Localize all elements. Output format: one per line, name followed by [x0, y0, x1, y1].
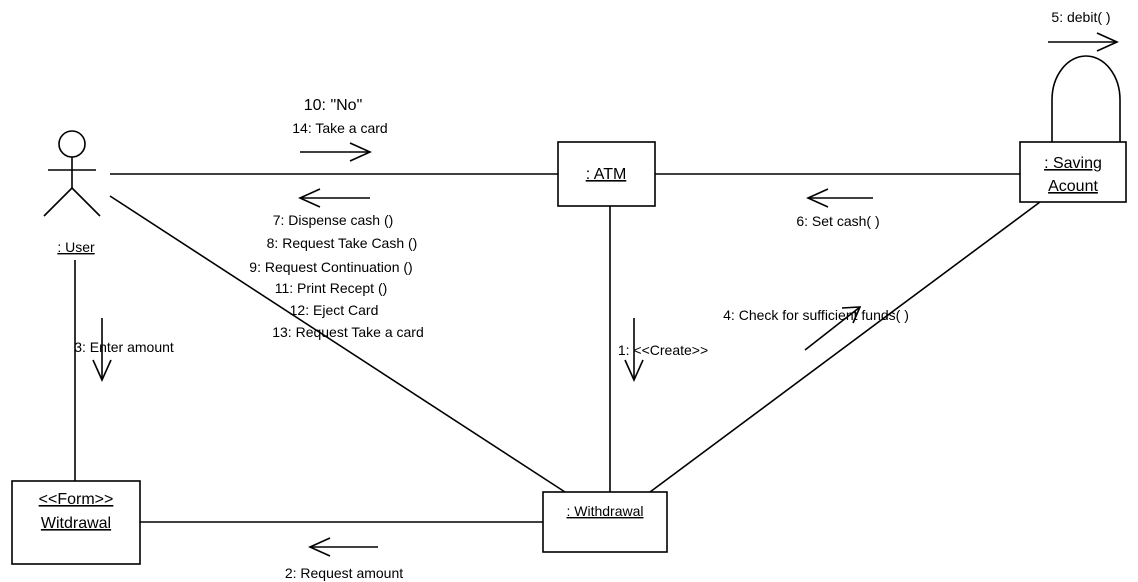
message-12-label: 12: Eject Card [290, 302, 379, 318]
arrow-take-card [300, 142, 372, 162]
saving-account-label-line2: Acount [1048, 178, 1098, 195]
message-10-label: 10: "No" [304, 97, 363, 114]
form-label-line2: Witdrawal [41, 515, 111, 532]
arrow-request-amount [308, 537, 378, 557]
form-label-line1: <<Form>> [39, 491, 114, 508]
arrow-dispense-cash [298, 188, 370, 208]
atm-object-box [557, 141, 656, 207]
arrow-check-funds [804, 306, 862, 351]
arrow-debit [1048, 32, 1119, 52]
withdrawal-label: : Withdrawal [566, 503, 643, 519]
atm-label: : ATM [586, 166, 627, 183]
message-8-label: 8: Request Take Cash () [267, 235, 418, 251]
message-7-label: 7: Dispense cash () [273, 212, 394, 228]
actor-head [58, 130, 86, 158]
arrow-enter-amount [92, 318, 112, 382]
self-link-loop [1051, 55, 1121, 142]
message-9-label: 9: Request Continuation () [249, 259, 412, 275]
message-14-label: 14: Take a card [292, 120, 387, 136]
saving-account-label-line1: : Saving [1044, 155, 1102, 172]
message-2-label: 2: Request amount [285, 565, 403, 581]
message-6-label: 6: Set cash( ) [796, 213, 879, 229]
actor-left-leg [43, 187, 73, 217]
message-5-label: 5: debit( ) [1051, 9, 1110, 25]
link-saving-withdrawal [649, 201, 1041, 493]
link-user-withdrawal [109, 195, 566, 493]
user-label: : User [57, 239, 95, 255]
message-11-label: 11: Print Recept () [275, 280, 388, 296]
saving-account-object-box [1019, 141, 1127, 203]
actor-right-leg [71, 187, 101, 217]
message-1-label: 1: <<Create>> [618, 342, 708, 358]
message-4-label: 4: Check for sufficient funds( ) [723, 307, 909, 323]
message-13-label: 13: Request Take a card [272, 324, 424, 340]
arrow-create [624, 318, 644, 382]
user-actor [43, 130, 101, 217]
form-object-box [11, 480, 141, 565]
withdrawal-object-box [542, 491, 668, 553]
arrow-set-cash [806, 188, 873, 208]
message-3-label: 3: Enter amount [74, 339, 174, 355]
